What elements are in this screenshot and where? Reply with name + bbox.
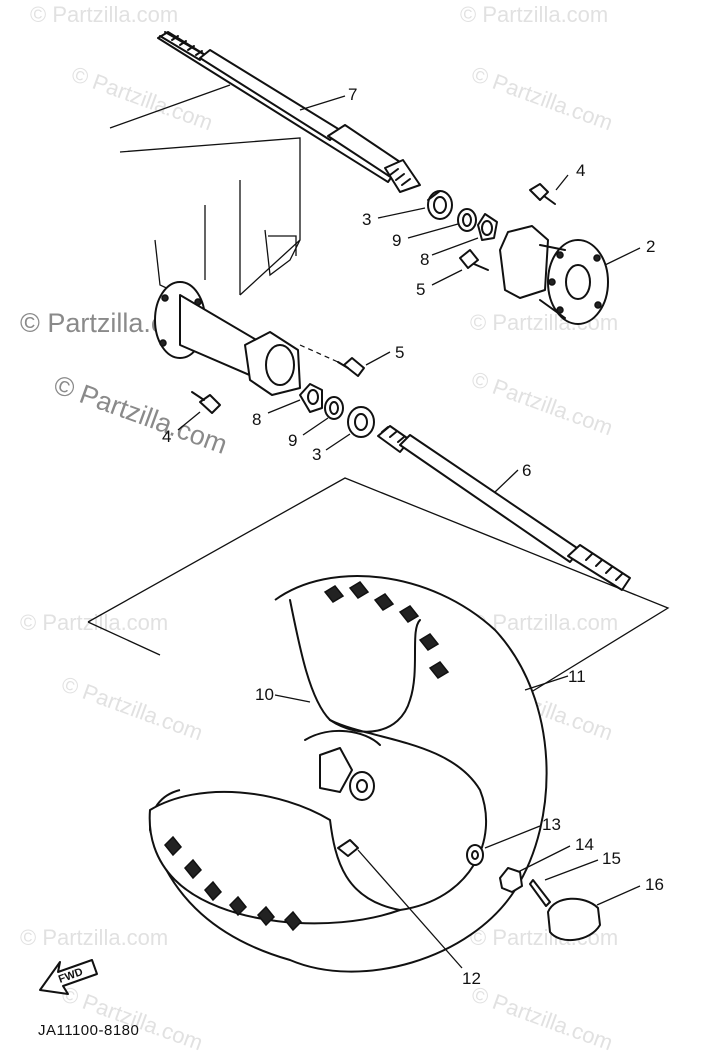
forward-direction-arrow: FWD [39,959,98,995]
callout-8: 8 [420,250,429,269]
watermark-faint: © Partzilla.com [468,366,616,440]
callout-13: 13 [542,815,561,834]
part-callouts: 7 4 2 3 9 8 5 5 8 4 9 3 6 10 11 13 14 15… [162,85,664,988]
callout-8: 8 [252,410,261,429]
callout-6: 6 [522,461,531,480]
watermark-faint: © Partzilla.com [58,981,206,1055]
callout-5: 5 [416,280,425,299]
leader-lines [177,95,641,969]
watermark-faint: © Partzilla.com [468,981,616,1055]
spacer-13 [466,844,484,866]
ground-plane-outline [87,477,670,706]
callout-7: 7 [348,85,357,104]
callout-2: 2 [646,237,655,256]
watermark-faint: © Partzilla.com [30,2,178,27]
castle-nut-14 [499,867,523,893]
callout-9: 9 [288,431,297,450]
watermark-faint: © Partzilla.com [20,925,168,950]
callout-3: 3 [362,210,371,229]
callout-14: 14 [575,835,594,854]
callout-4: 4 [162,427,171,446]
nut-lower [299,383,323,413]
frame-outline [109,84,301,296]
callout-10: 10 [255,685,274,704]
callout-15: 15 [602,849,621,868]
axle-shaft-upper [157,31,421,193]
washer-lower [324,396,344,420]
watermark-faint: © Partzilla.com [468,61,616,135]
callout-4: 4 [576,161,585,180]
callout-11: 11 [568,667,586,686]
axle-housing-lower [154,281,339,396]
bearing-lower [347,406,375,438]
watermark-main-tilted: © Partzilla.com [50,369,231,459]
diagram-code: JA11100-8180 [38,1022,139,1039]
watermark-faint: © Partzilla.com [460,2,608,27]
bolt-lower-5 [337,357,365,377]
hub-cap-16 [547,897,601,942]
wheel-tire-assembly [148,575,548,973]
bolt-upper-5 [459,249,489,271]
cotter-pin-15 [529,879,551,907]
nut-upper [477,213,498,241]
callout-16: 16 [645,875,664,894]
watermark-faint: © Partzilla.com [20,610,168,635]
callout-5: 5 [395,343,404,362]
bolt-upper-4 [529,183,556,205]
washer-upper [457,208,477,232]
axle-shaft-lower [377,425,631,591]
watermark-faint: © Partzilla.com [58,671,206,745]
callout-12: 12 [462,969,481,988]
callout-3: 3 [312,445,321,464]
wheel-hub [499,225,609,325]
bolt-lower-4 [191,391,221,414]
bearing-upper [427,190,453,220]
callout-9: 9 [392,231,401,250]
